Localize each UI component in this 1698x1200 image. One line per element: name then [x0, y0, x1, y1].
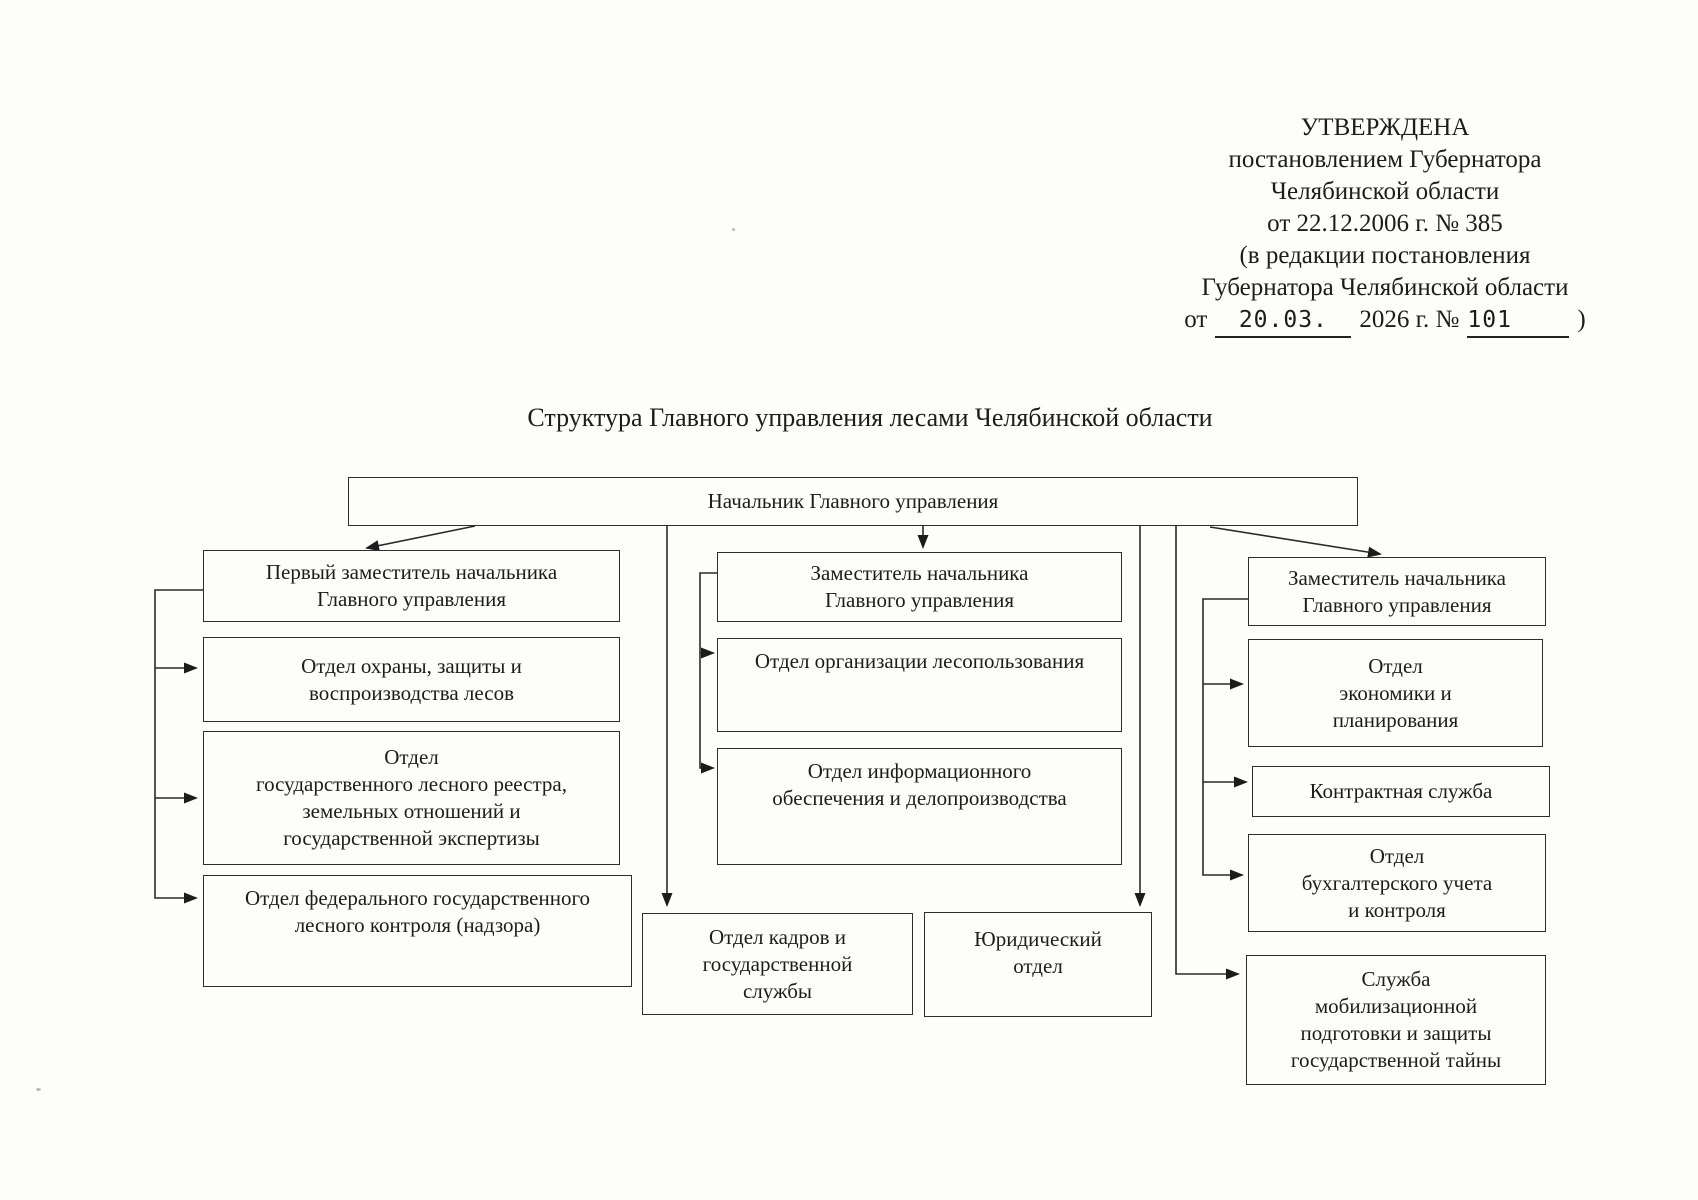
amendment-middle: 2026 г. №: [1359, 306, 1460, 333]
org-box-label: Отдел информационного обеспечения и дело…: [772, 759, 1067, 810]
right-spine: [1202, 598, 1249, 881]
org-box-federal-forest-control-dept: Отдел федерального государственного лесн…: [203, 875, 632, 987]
amendment-close-paren: ): [1577, 306, 1586, 333]
org-box-label: Отдел федерального государственного лесн…: [244, 886, 591, 937]
org-box-label: Служба мобилизационной подготовки и защи…: [1290, 967, 1502, 1072]
org-box-first-deputy: Первый заместитель начальника Главного у…: [203, 550, 620, 622]
approval-line-original-date: от 22.12.2006 г. № 385: [1267, 210, 1503, 237]
org-box-label: Отдел государственного лесного реестра, …: [256, 745, 567, 850]
link-root-to-first-deputy: [365, 525, 476, 551]
amendment-prefix: от: [1184, 306, 1208, 333]
left-spine: [154, 589, 203, 904]
org-box-accounting-control-dept: Отдел бухгалтерского учета и контроля: [1248, 834, 1546, 932]
link-root-to-right-deputy: [1209, 526, 1382, 558]
center-spine: [699, 572, 717, 774]
org-box-label: Контрактная служба: [1309, 779, 1493, 803]
org-box-forest-protection-dept: Отдел охраны, защиты и воспроизводства л…: [203, 637, 620, 722]
org-box-information-support-dept: Отдел информационного обеспечения и дело…: [717, 748, 1122, 865]
amendment-date-fill: 20.03.: [1215, 304, 1352, 338]
org-box-label: Заместитель начальника Главного управлен…: [810, 561, 1029, 612]
org-box-head-of-directorate: Начальник Главного управления: [348, 477, 1358, 526]
org-box-label: Отдел организации лесопользования: [754, 649, 1085, 673]
org-box-label: Заместитель начальника Главного управлен…: [1287, 565, 1507, 617]
org-box-contract-service: Контрактная служба: [1252, 766, 1550, 817]
approval-line-approved: УТВЕРЖДЕНА: [1300, 114, 1470, 141]
approval-line-governor: Губернатора Челябинской области: [1201, 274, 1569, 301]
org-box-center-deputy: Заместитель начальника Главного управлен…: [717, 552, 1122, 622]
org-box-mobilization-service: Служба мобилизационной подготовки и защи…: [1246, 955, 1546, 1085]
approval-amendment-line: от 20.03. 2026 г. № 101 ): [1085, 304, 1685, 338]
approval-line-resolution: постановлением Губернатора: [1228, 146, 1542, 173]
org-box-label: Отдел бухгалтерского учета и контроля: [1301, 843, 1493, 922]
org-box-label: Отдел охраны, защиты и воспроизводства л…: [301, 653, 522, 705]
org-box-right-deputy: Заместитель начальника Главного управлен…: [1248, 557, 1546, 626]
org-box-label: Юридический отдел: [974, 927, 1102, 978]
org-box-label: Первый заместитель начальника Главного у…: [265, 560, 558, 611]
approval-line-region: Челябинской области: [1270, 178, 1500, 205]
scan-speck: [732, 228, 735, 231]
amendment-number-fill: 101: [1467, 304, 1570, 338]
org-box-forest-registry-dept: Отдел государственного лесного реестра, …: [203, 731, 620, 865]
approval-line-revision: (в редакции постановления: [1239, 242, 1531, 269]
org-box-forest-use-dept: Отдел организации лесопользования: [717, 638, 1122, 732]
link-root-to-mobilization-service: [1175, 526, 1240, 980]
document-title: Структура Главного управления лесами Чел…: [527, 403, 1213, 432]
org-box-label: Отдел кадров и государственной службы: [702, 924, 853, 1003]
approval-stamp-block: УТВЕРЖДЕНА постановлением Губернатора Че…: [1085, 112, 1685, 338]
org-box-economics-planning-dept: Отдел экономики и планирования: [1248, 639, 1543, 747]
org-box-label: Отдел экономики и планирования: [1332, 653, 1459, 732]
scan-speck: [36, 1088, 41, 1091]
org-box-label: Начальник Главного управления: [707, 489, 999, 513]
org-box-hr-civil-service-dept: Отдел кадров и государственной службы: [642, 913, 913, 1015]
org-box-legal-dept: Юридический отдел: [924, 912, 1152, 1017]
